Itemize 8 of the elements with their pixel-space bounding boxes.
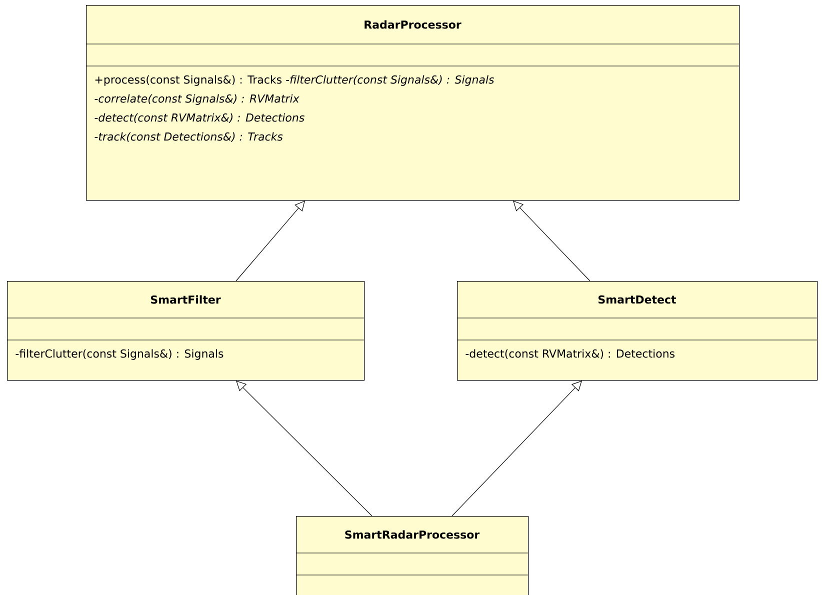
class-box: SmartDetect -detect(const RVMatrix&) : Detections [456,281,818,381]
class-box: SmartFilter -filterClutter(const Signals&) : Signals [6,281,365,381]
inheritance-arrow [236,380,372,516]
class-box: RadarProcessor +process(const Signals&) : Tracks -filterClutter(const Signals&) : Signals -correlate(const Signals&) : RVMatrix -detect(const RVMatrix&) : Detections -track(const Detections&) : Tracks [86,5,740,201]
inheritance-arrow [452,380,582,516]
inheritance-arrow [236,200,305,282]
inheritance-arrow [513,200,590,282]
class-box: SmartRadarProcessor [296,516,529,595]
